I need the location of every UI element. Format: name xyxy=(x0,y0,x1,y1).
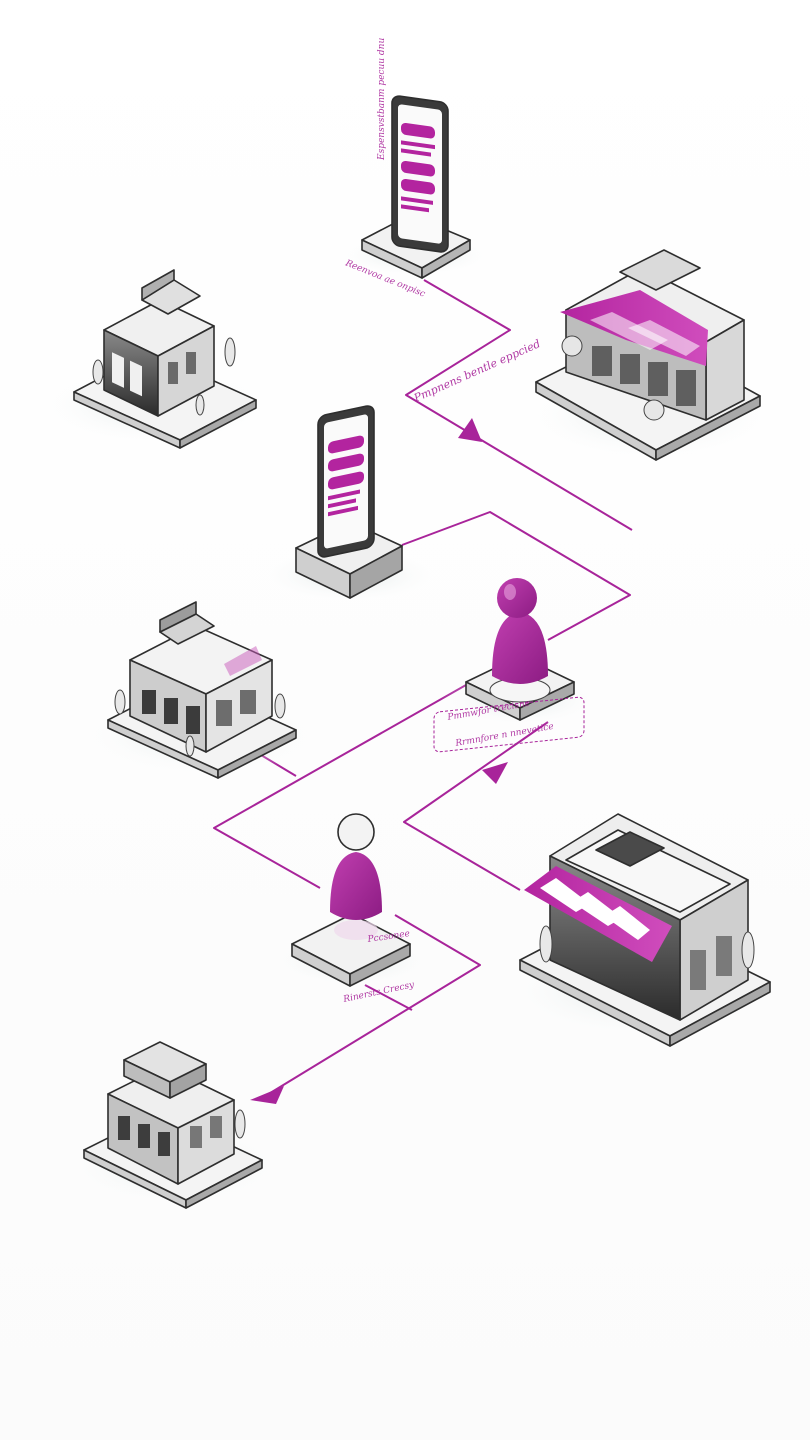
smartphone-middle xyxy=(260,405,440,603)
phone-top-side-note: Espensvstbanm pecuu dnu xyxy=(377,38,387,161)
flow-segment-6 xyxy=(261,914,481,1099)
flow-segment-7 xyxy=(364,984,413,1011)
shop-building-top-left xyxy=(40,269,270,449)
flow-segment-5 xyxy=(403,721,549,891)
person-upper-note-2: Rrmnfore n nnevetice xyxy=(454,722,555,749)
smartphone-top: Espensvstbanm pecuu dnu Reenvoa ae onpis… xyxy=(335,38,495,300)
shop-building-icon xyxy=(107,1041,235,1185)
flow-segment-2 xyxy=(401,511,631,641)
shop-building-middle-left xyxy=(80,601,320,779)
person-upper: Pmmwfor trecisne Rrmnfore n nnevetice xyxy=(433,578,600,753)
flow-segment-1 xyxy=(405,279,633,531)
direction-arrow-icon xyxy=(482,762,508,784)
phone-top-path-note: Pmpnens bentle eppcied xyxy=(411,337,542,405)
smartphone-icon xyxy=(317,405,375,558)
direction-arrow-icon xyxy=(250,1086,284,1104)
shop-building-bottom-left xyxy=(65,1041,285,1209)
storefront-icon xyxy=(524,813,749,1021)
flow-segment-3 xyxy=(213,684,467,889)
person-icon xyxy=(330,813,382,940)
storefront-icon xyxy=(560,249,745,421)
storefront-top-right xyxy=(525,249,775,461)
smartphone-icon xyxy=(391,95,449,253)
storefront-bottom-right xyxy=(500,813,780,1047)
person-lower: Pccsonee Rinersts Crecsy xyxy=(267,813,437,1005)
person-icon xyxy=(489,578,551,703)
flow-path xyxy=(213,279,633,1099)
shop-building-icon xyxy=(103,269,215,417)
shop-building-icon xyxy=(129,601,273,753)
direction-arrow-icon xyxy=(458,418,482,442)
